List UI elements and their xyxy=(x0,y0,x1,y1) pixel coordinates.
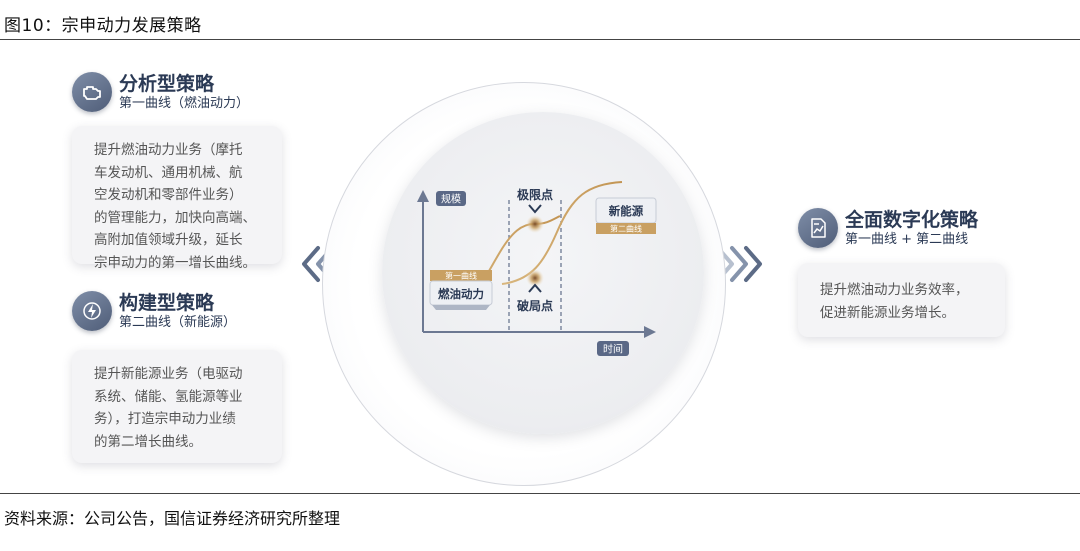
y-axis-label-pill xyxy=(436,191,466,206)
figure-title: 图10：宗申动力发展策略 xyxy=(4,16,202,36)
strategy-analytic-title: 分析型策略 xyxy=(119,72,215,95)
desc-line: 的管理能力，加快向高端、 xyxy=(94,209,256,226)
y-axis-arrow xyxy=(417,190,429,202)
desc-line: 提升燃油动力业务效率， xyxy=(820,282,969,298)
curve1-tag: 第一曲线 xyxy=(445,271,477,281)
strategy-digital-title: 全面数字化策略 xyxy=(845,208,979,231)
curve2-tag: 第二曲线 xyxy=(610,224,642,234)
desc-line: 车发动机、通用机械、航 xyxy=(94,164,243,181)
strategy-build-card: 提升新能源业务（电驱动 系统、储能、氢能源等业 务），打造宗申动力业绩 的第二增… xyxy=(72,350,282,463)
y-axis-label: 规模 xyxy=(441,193,461,206)
growth-curve-diagram: 规模 时间 极限点 破局点 第一曲线 燃油动力 新能源 第二曲线 xyxy=(417,181,657,356)
strategy-build-subtitle: 第二曲线（新能源） xyxy=(119,314,237,330)
limit-point-label: 极限点 xyxy=(517,187,553,202)
desc-line: 空发动机和零部件业务） xyxy=(94,187,243,203)
limit-point-arrow xyxy=(528,204,542,214)
top-divider xyxy=(0,39,1080,40)
desc-line: 提升新能源业务（电驱动 xyxy=(94,366,243,382)
strategy-analytic-card: 提升燃油动力业务（摩托 车发动机、通用机械、航 空发动机和零部件业务） 的管理能… xyxy=(72,126,282,271)
strategy-build-header: 构建型策略 第二曲线（新能源） xyxy=(72,291,236,331)
x-axis-label: 时间 xyxy=(603,343,623,356)
curve1-name: 燃油动力 xyxy=(437,287,484,301)
lightning-icon xyxy=(72,291,112,331)
x-axis-label-pill xyxy=(597,341,629,356)
curve2-tag-pill xyxy=(596,223,656,234)
desc-line: 宗申动力的第一增长曲线。 xyxy=(94,254,256,271)
engine-icon xyxy=(72,72,112,112)
break-point-label: 破局点 xyxy=(517,298,553,313)
second-curve xyxy=(501,181,623,285)
desc-line: 系统、储能、氢能源等业 xyxy=(94,388,243,405)
desc-line: 提升燃油动力业务（摩托 xyxy=(94,142,243,158)
curve2-name: 新能源 xyxy=(609,204,644,218)
x-axis-arrow xyxy=(644,326,656,338)
desc-line: 的第二增长曲线。 xyxy=(94,433,202,450)
limit-point-dot xyxy=(526,215,544,233)
strategy-analytic-subtitle: 第一曲线（燃油动力） xyxy=(119,95,250,111)
desc-line: 高附加值领域升级，延长 xyxy=(94,232,243,248)
break-point-dot xyxy=(526,269,544,287)
break-point-arrow xyxy=(528,283,542,293)
strategy-analytic-header: 分析型策略 第一曲线（燃油动力） xyxy=(72,72,249,112)
curve1-tag-pill xyxy=(430,270,492,281)
strategy-digital-card: 提升燃油动力业务效率， 促进新能源业务增长。 xyxy=(798,263,1005,337)
bottom-divider xyxy=(0,493,1080,494)
curve1-name-box-shadow xyxy=(432,305,490,310)
strategy-digital-header: 全面数字化策略 第一曲线 + 第二曲线 xyxy=(798,208,978,248)
strategy-digital-subtitle: 第一曲线 + 第二曲线 xyxy=(845,231,969,247)
strategy-build-title: 构建型策略 xyxy=(119,291,215,314)
digital-chart-icon xyxy=(798,208,838,248)
desc-line: 促进新能源业务增长。 xyxy=(820,304,955,321)
desc-line: 务），打造宗申动力业绩 xyxy=(94,411,236,427)
source-note: 资料来源：公司公告，国信证券经济研究所整理 xyxy=(4,509,341,528)
